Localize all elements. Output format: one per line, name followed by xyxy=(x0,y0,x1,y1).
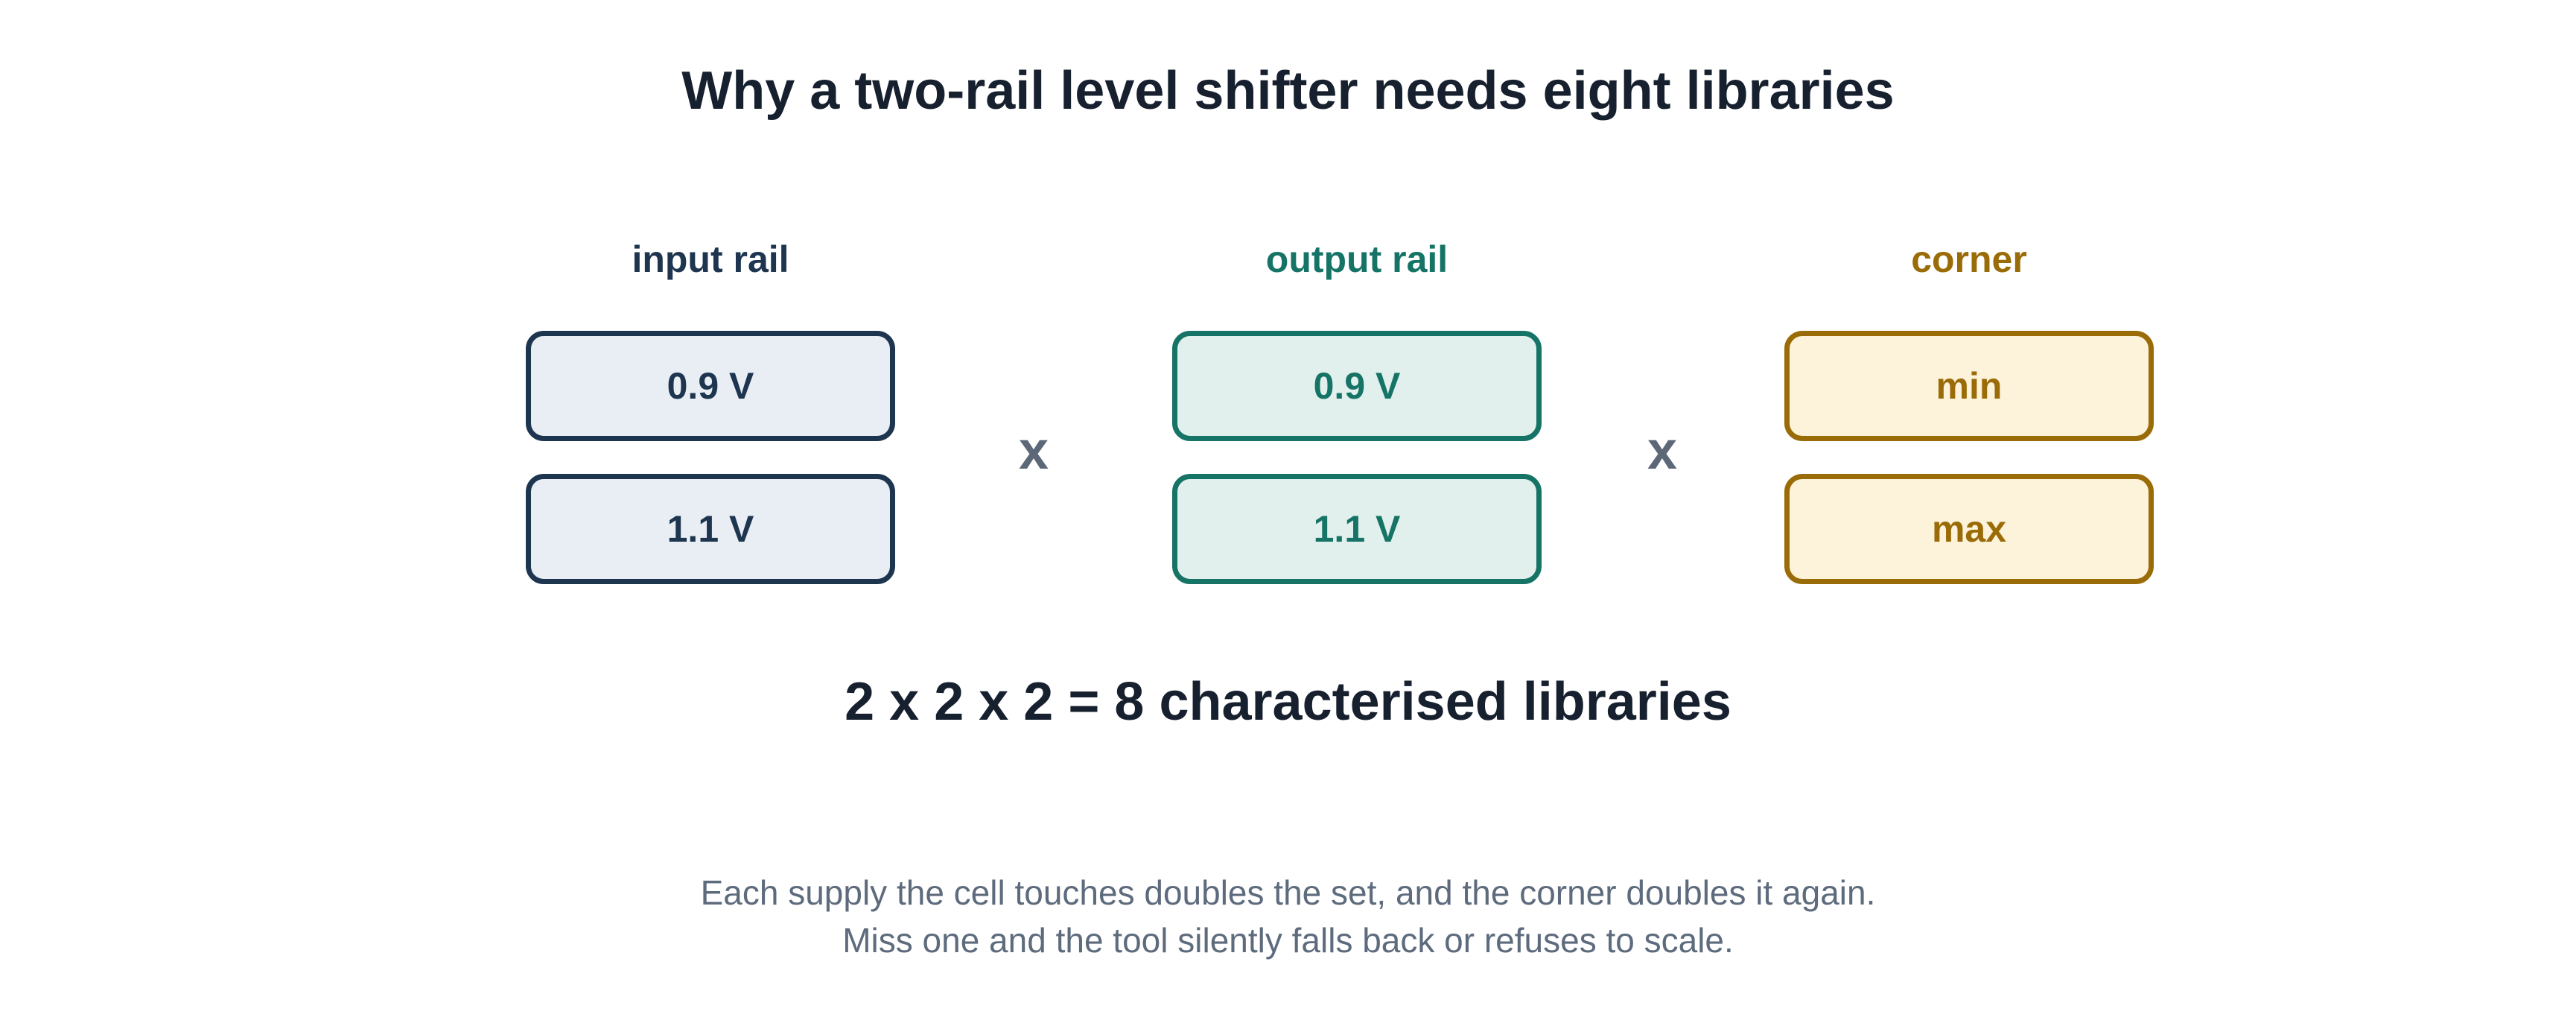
input-rail-option-box: 0.9 V xyxy=(526,331,895,441)
input-rail-label: input rail xyxy=(632,238,789,280)
library-count-equation: 2 x 2 x 2 = 8 characterised libraries xyxy=(845,672,1731,732)
corner-option-text: max xyxy=(1931,508,2007,550)
output-rail-option-box: 0.9 V xyxy=(1172,331,1542,441)
multiply-operator: x xyxy=(1647,421,1678,481)
input-rail-option-text: 0.9 V xyxy=(667,365,754,407)
explanation-note: Each supply the cell touches doubles the… xyxy=(700,873,1876,912)
output-rail-option-box: 1.1 V xyxy=(1172,474,1542,584)
diagram-title: Why a two-rail level shifter needs eight… xyxy=(681,61,1895,121)
input-rail-option-text: 1.1 V xyxy=(667,508,754,550)
output-rail-option-text: 0.9 V xyxy=(1313,365,1401,407)
multiply-operator: x xyxy=(1018,421,1049,481)
corner-label: corner xyxy=(1911,238,2027,280)
explanation-note: Miss one and the tool silently falls bac… xyxy=(842,921,1734,960)
corner-option-box: max xyxy=(1784,474,2154,584)
output-rail-option-text: 1.1 V xyxy=(1313,508,1401,550)
corner-option-box: min xyxy=(1784,331,2154,441)
output-rail-label: output rail xyxy=(1265,238,1448,280)
corner-option-text: min xyxy=(1936,365,2003,407)
input-rail-option-box: 1.1 V xyxy=(526,474,895,584)
